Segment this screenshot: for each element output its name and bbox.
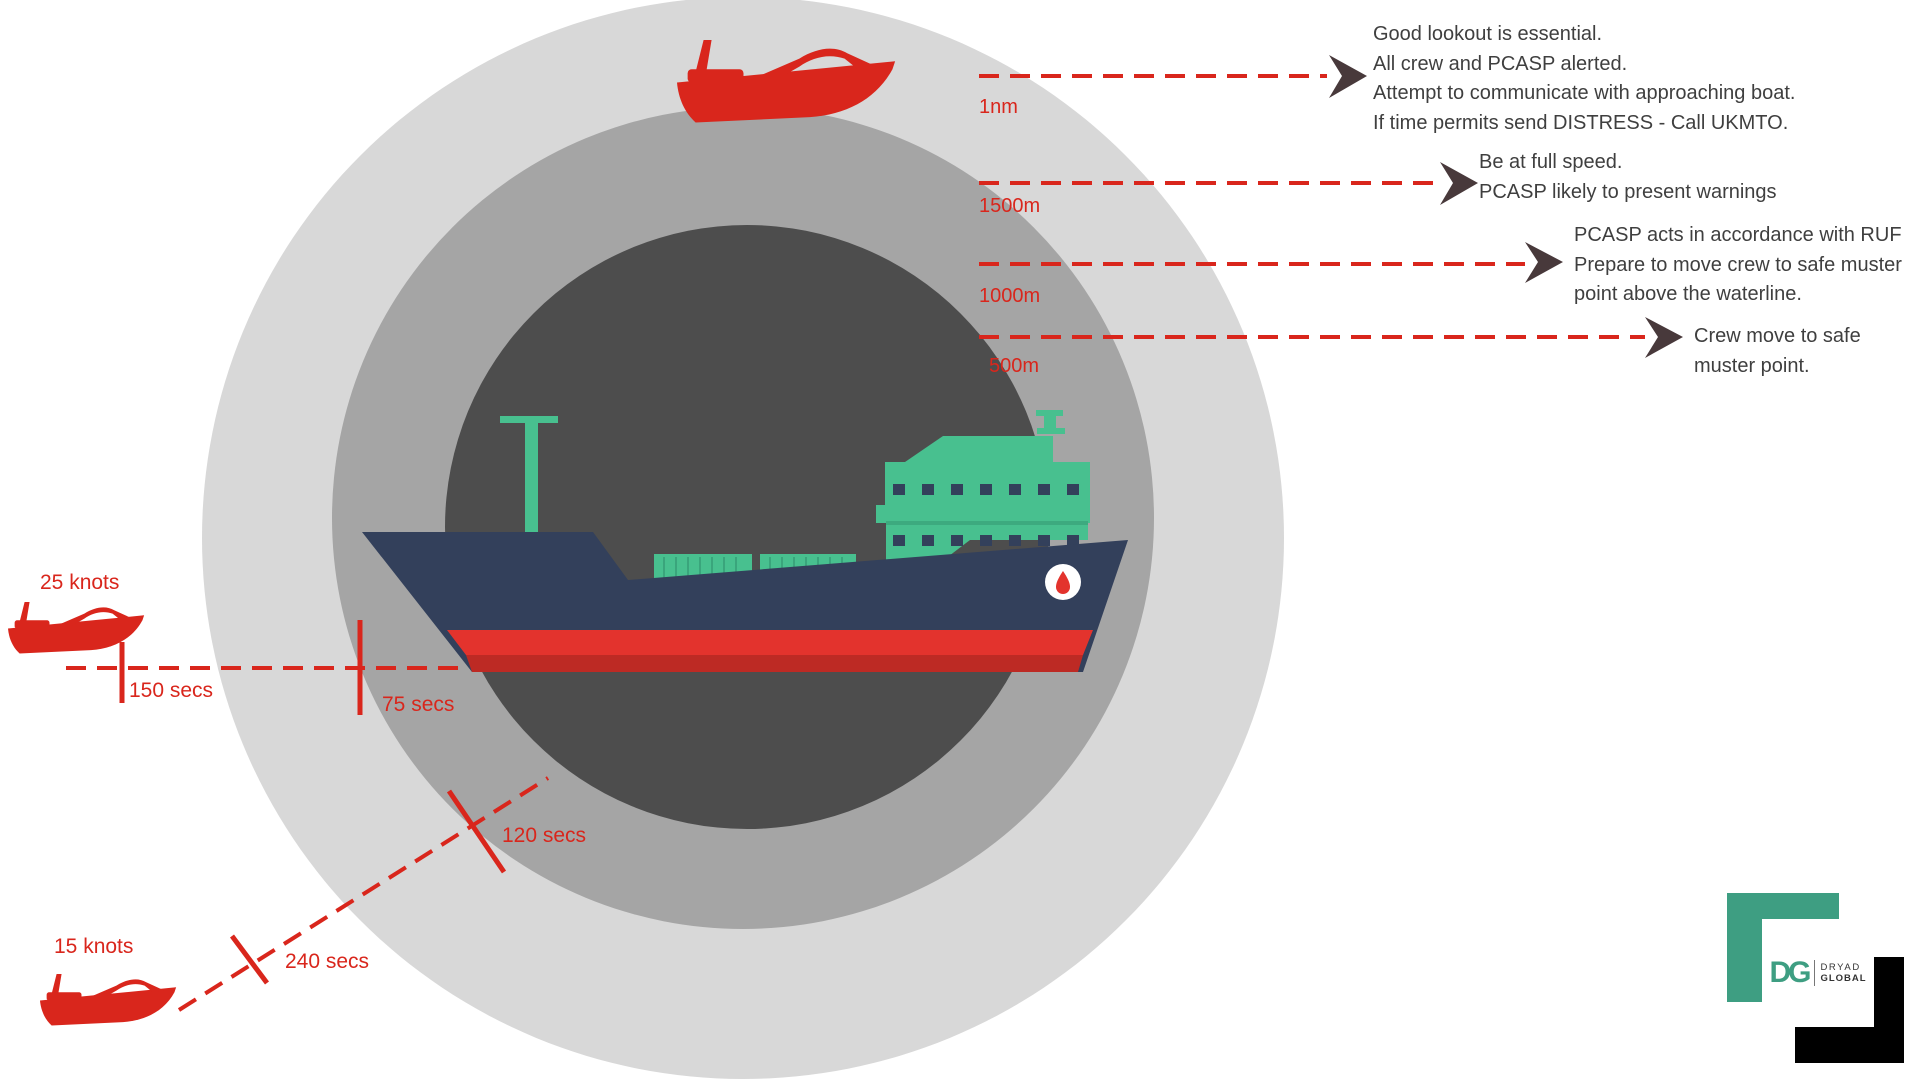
approach-line-15-knots (177, 776, 550, 1012)
zone-arrows (1329, 55, 1683, 358)
zone-label-1000m: 1000m (979, 285, 1040, 307)
zone-label-1nm: 1nm (979, 96, 1018, 118)
note-line: If time permits send DISTRESS - Call UKM… (1373, 111, 1789, 134)
speedboat-top (677, 40, 896, 123)
time-label-75-secs: 75 secs (382, 693, 454, 716)
zone-label-1500m: 1500m (979, 195, 1040, 217)
note-line: PCASP likely to present warnings (1479, 180, 1777, 203)
logo-line-1: DRYAD (1820, 962, 1861, 973)
logo-divider (1814, 960, 1816, 986)
arrow-1000m (1525, 242, 1563, 283)
logo-line-2: GLOBAL (1820, 973, 1867, 984)
ring-1000m (445, 225, 1049, 829)
note-line: PCASP acts in accordance with RUF (1574, 224, 1902, 246)
arrow-1500m (1440, 162, 1478, 205)
tick-240-secs (229, 934, 270, 985)
note-line: muster point. (1694, 354, 1810, 377)
time-ticks (119, 620, 507, 985)
note-line: point above the waterline. (1574, 283, 1802, 305)
speedboat-15-knots (40, 974, 177, 1026)
tanker-ship (362, 410, 1128, 672)
notes-1000m: PCASP acts in accordance with RUF Prepar… (1574, 221, 1902, 310)
notes-500m: Crew move to safe muster point. (1694, 322, 1861, 381)
note-line: Prepare to move crew to safe muster (1574, 253, 1902, 276)
time-label-240-secs: 240 secs (285, 950, 369, 973)
speedboat-25-knots (8, 602, 145, 654)
time-label-150-secs: 150 secs (129, 679, 213, 702)
note-line: Crew move to safe (1694, 325, 1861, 347)
logo-wordmark: DRYAD GLOBAL (1820, 962, 1866, 984)
logo-card: DG DRYAD GLOBAL (1762, 919, 1874, 1027)
time-label-120-secs: 120 secs (502, 824, 586, 847)
logo-mark: DG (1769, 956, 1811, 989)
zone-lines (979, 74, 1645, 339)
arrow-1nm (1329, 55, 1367, 98)
zone-label-500m: 500m (989, 355, 1039, 377)
tick-120-secs (446, 789, 507, 874)
dryad-global-logo: DG DRYAD GLOBAL (1727, 893, 1904, 1063)
speed-label-25-knots: 25 knots (40, 571, 119, 594)
note-line: Be at full speed. (1479, 151, 1623, 173)
notes-1nm: Good lookout is essential. All crew and … (1373, 20, 1795, 138)
note-line: All crew and PCASP alerted. (1373, 52, 1628, 75)
notes-1500m: Be at full speed. PCASP likely to presen… (1479, 148, 1777, 207)
speed-label-15-knots: 15 knots (54, 935, 133, 958)
note-line: Attempt to communicate with approaching … (1373, 82, 1796, 104)
note-line: Good lookout is essential. (1373, 23, 1603, 45)
arrow-500m (1645, 317, 1683, 358)
